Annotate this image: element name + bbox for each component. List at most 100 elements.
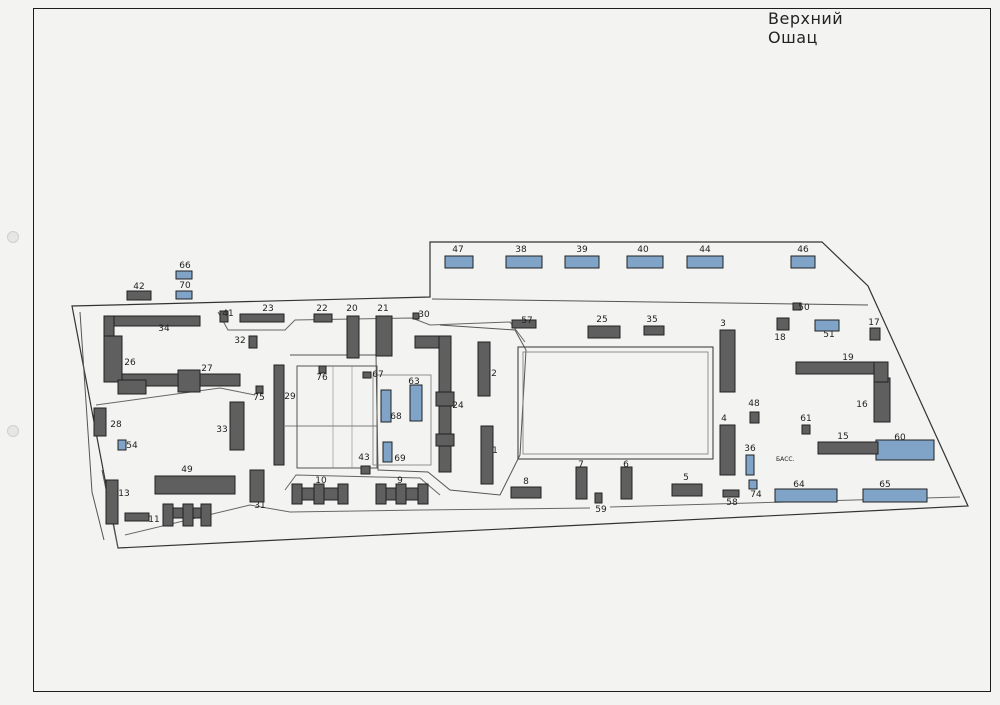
- building-label-74: 74: [750, 490, 762, 500]
- building-34-part: [103, 315, 201, 327]
- building-label-41: 41: [222, 309, 233, 319]
- building-label-51: 51: [823, 330, 834, 340]
- building-2: [477, 341, 491, 397]
- building-label-24: 24: [452, 401, 464, 411]
- building-label-42: 42: [133, 282, 144, 292]
- building-label-13: 13: [118, 489, 129, 499]
- building-5: [671, 483, 703, 497]
- building-59: [594, 492, 603, 504]
- building-label-35: 35: [646, 315, 657, 325]
- building-label-6: 6: [623, 460, 629, 470]
- building-label-16: 16: [856, 400, 868, 410]
- building-label-27: 27: [201, 364, 212, 374]
- building-11-part: [162, 503, 174, 527]
- building-22: [313, 313, 333, 323]
- building-27-part: [117, 379, 147, 395]
- building-label-5: 5: [683, 473, 689, 483]
- building-68: [380, 389, 392, 423]
- building-label-17: 17: [868, 318, 879, 328]
- building-label-68: 68: [390, 412, 402, 422]
- building-25: [587, 325, 621, 339]
- building-label-39: 39: [576, 245, 588, 255]
- building-9-part: [375, 483, 387, 505]
- building-label-47: 47: [452, 245, 463, 255]
- building-label-1: 1: [492, 446, 498, 456]
- pool-note: БАСС.: [776, 456, 795, 463]
- building-23: [239, 313, 285, 323]
- building-label-59: 59: [595, 505, 607, 515]
- building-38: [505, 255, 543, 269]
- building-label-33: 33: [216, 425, 227, 435]
- building-label-75: 75: [253, 393, 264, 403]
- building-label-34: 34: [158, 324, 170, 334]
- building-label-38: 38: [515, 245, 527, 255]
- building-74: [748, 479, 758, 490]
- building-29: [273, 364, 285, 466]
- building-39: [564, 255, 600, 269]
- building-61: [801, 424, 811, 435]
- building-75: [255, 385, 264, 394]
- road-line: [95, 387, 256, 406]
- building-label-20: 20: [346, 304, 358, 314]
- building-label-65: 65: [879, 480, 890, 490]
- building-label-49: 49: [181, 465, 193, 475]
- building-label-40: 40: [637, 245, 649, 255]
- drawing-frame: [33, 8, 991, 692]
- building-43: [360, 465, 371, 475]
- building-label-3: 3: [720, 319, 726, 329]
- building-label-43: 43: [358, 453, 369, 463]
- building-label-28: 28: [110, 420, 122, 430]
- building-44: [686, 255, 724, 269]
- building-3: [719, 329, 736, 393]
- building-label-23: 23: [262, 304, 273, 314]
- building-label-15: 15: [837, 432, 848, 442]
- building-30: [412, 312, 420, 320]
- building-58: [722, 489, 740, 498]
- enclosure: [372, 374, 432, 466]
- building-7: [575, 466, 588, 500]
- building-15-part: [817, 441, 879, 455]
- building-9-part: [395, 483, 407, 505]
- building-11-part: [200, 503, 212, 527]
- building-6: [620, 466, 633, 500]
- building-19-part: [795, 361, 887, 375]
- building-label-4: 4: [721, 414, 727, 424]
- drill-square-inner: [522, 351, 709, 455]
- building-41: [219, 310, 229, 323]
- building-label-64: 64: [793, 480, 805, 490]
- building-76: [318, 365, 327, 374]
- building-label-22: 22: [316, 304, 327, 314]
- building-11: [124, 512, 150, 522]
- building-label-44: 44: [699, 245, 711, 255]
- building-label-31: 31: [254, 501, 265, 511]
- building-27-part: [177, 369, 201, 393]
- building-24-part: [435, 391, 455, 407]
- building-69: [382, 441, 393, 463]
- building-16: [873, 377, 891, 423]
- building-26-part: [103, 335, 123, 383]
- building-label-19: 19: [842, 353, 854, 363]
- building-label-61: 61: [800, 414, 811, 424]
- building-label-60: 60: [894, 433, 906, 443]
- building-label-8: 8: [523, 477, 529, 487]
- building-8: [510, 486, 542, 499]
- building-49: [154, 475, 236, 495]
- building-label-54: 54: [126, 441, 138, 451]
- building-label-26: 26: [124, 358, 136, 368]
- map-title: Верхний Ошац: [768, 9, 844, 47]
- building-36: [745, 454, 755, 476]
- building-42: [126, 290, 152, 301]
- site-boundary: [71, 241, 969, 549]
- building-label-46: 46: [797, 245, 809, 255]
- building-label-63: 63: [408, 377, 419, 387]
- building-31: [249, 469, 265, 503]
- building-label-25: 25: [596, 315, 607, 325]
- building-9-part: [417, 483, 429, 505]
- building-label-30: 30: [418, 310, 430, 320]
- building-label-58: 58: [726, 498, 738, 508]
- building-48: [749, 411, 760, 424]
- building-17: [869, 327, 881, 341]
- building-label-76: 76: [316, 373, 328, 383]
- punch-hole: [7, 231, 19, 243]
- building-label-48: 48: [748, 399, 760, 409]
